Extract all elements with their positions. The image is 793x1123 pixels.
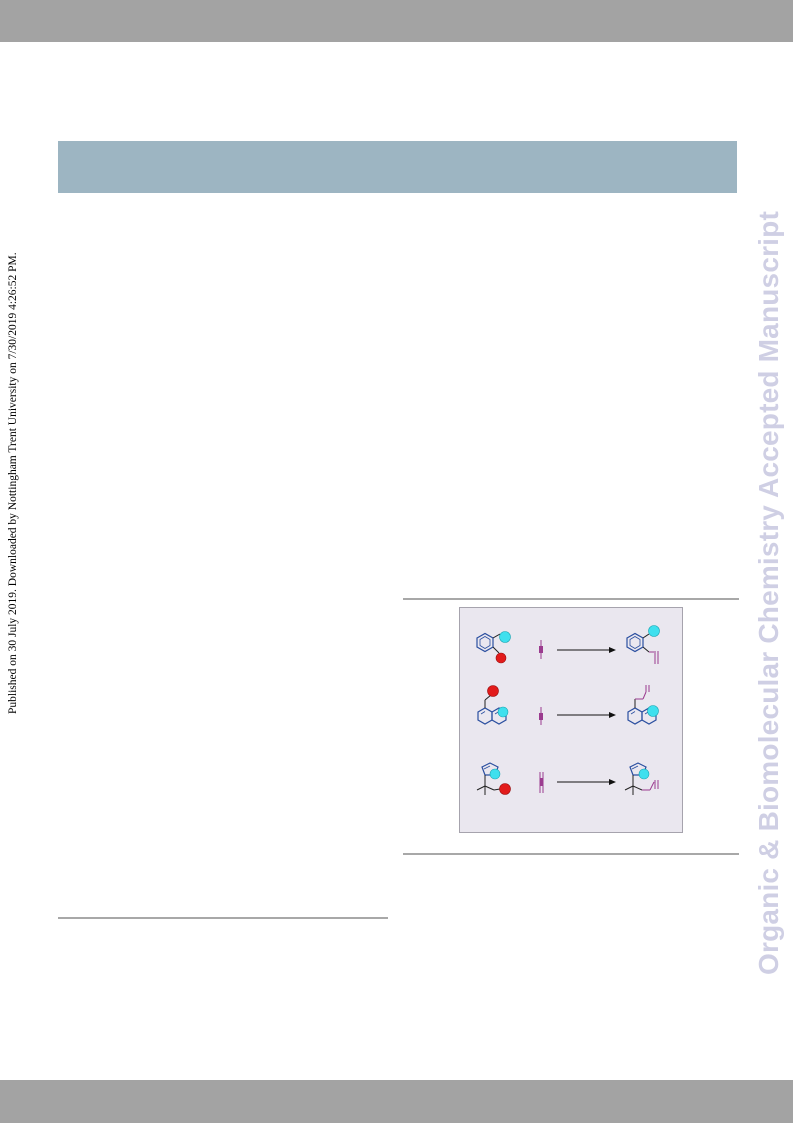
bottom-bar [0, 1080, 793, 1123]
row1-product [626, 625, 660, 664]
row1-arrow [557, 647, 616, 653]
figure-top-rule [403, 598, 739, 600]
row2-product [627, 685, 659, 725]
cyan-marker-icon [647, 705, 659, 717]
row3-arrow [557, 779, 616, 785]
cyan-marker-icon [489, 768, 501, 780]
journal-watermark: Organic & Biomolecular Chemistry Accepte… [753, 211, 784, 975]
red-marker-icon [487, 685, 499, 697]
row1-alkene-reagent [539, 640, 543, 659]
row3-alkene-reagent [539, 772, 544, 793]
download-notice: Published on 30 July 2019. Downloaded by… [7, 252, 19, 714]
top-bar [0, 0, 793, 42]
cyan-marker-icon [648, 625, 660, 637]
row2-arrow [557, 712, 616, 718]
row2-substrate [477, 685, 509, 725]
left-column-rule [58, 917, 388, 919]
row1-substrate [476, 631, 511, 664]
reaction-scheme [476, 625, 660, 795]
header-band [58, 141, 737, 193]
cyan-marker-icon [638, 768, 650, 780]
graphical-abstract [459, 607, 683, 833]
figure-bottom-rule [403, 853, 739, 855]
cyan-marker-icon [497, 706, 509, 718]
red-marker-icon [495, 652, 507, 664]
red-marker-icon [499, 783, 511, 795]
row3-product [624, 762, 659, 795]
cyan-marker-icon [499, 631, 511, 643]
row2-alkene-reagent [539, 707, 543, 725]
row3-substrate [476, 762, 511, 795]
